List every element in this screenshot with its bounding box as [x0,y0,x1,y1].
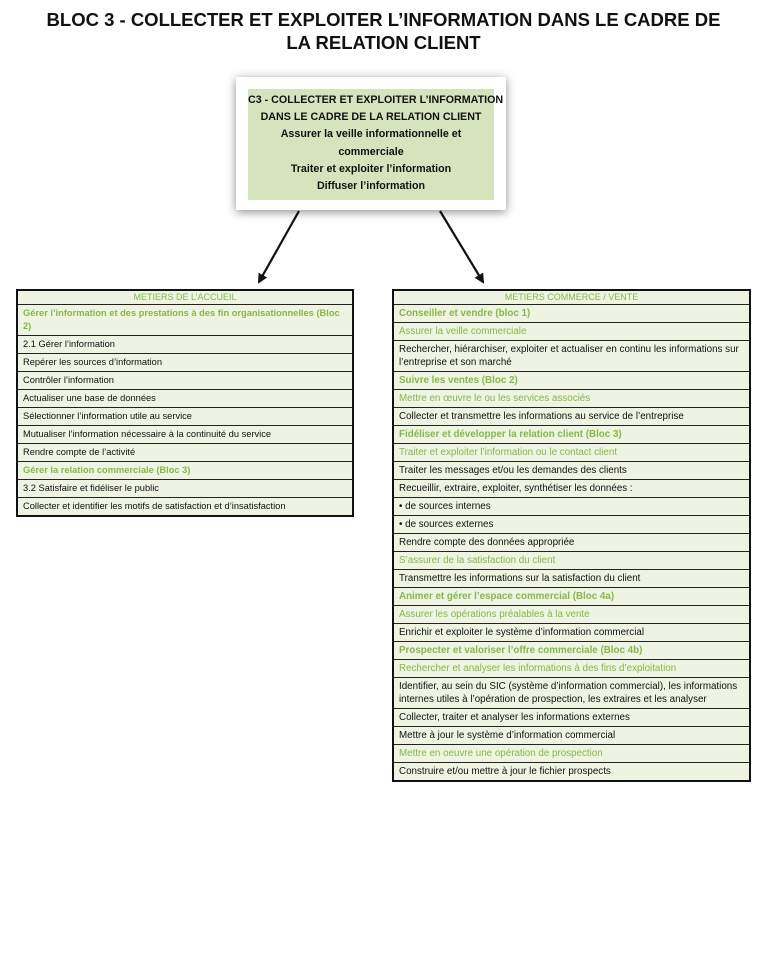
section-heading: Fidéliser et développer la relation clie… [392,425,751,444]
table-row: Identifier, au sein du SIC (système d’in… [392,677,751,709]
table-row: Traiter les messages et/ou les demandes … [392,461,751,480]
table-cell: Rechercher, hiérarchiser, exploiter et a… [392,340,751,372]
table-row: Rendre compte de l’activité [16,443,354,462]
table-row: Suivre les ventes (Bloc 2) [392,371,751,390]
table-row: Conseiller et vendre (bloc 1) [392,304,751,323]
page-title-line-1: BLOC 3 - COLLECTER ET EXPLOITER L’INFORM… [46,9,721,30]
table-cell: Traiter les messages et/ou les demandes … [392,461,751,480]
table-row: Mettre en œuvre le ou les services assoc… [392,389,751,408]
table-cell: Collecter et transmettre les information… [392,407,751,426]
table-row: Assurer les opérations préalables à la v… [392,605,751,624]
table-row: Mutualiser l’information nécessaire à la… [16,425,354,444]
section-heading: Traiter et exploiter l’information ou le… [392,443,751,462]
section-heading: Gérer l’information et des prestations à… [16,304,354,336]
table-row: Mettre à jour le système d’information c… [392,726,751,745]
competence-line: Traiter et exploiter l’information [290,162,452,175]
table-cell: Mutualiser l’information nécessaire à la… [16,425,354,444]
table-cell: Collecter, traiter et analyser les infor… [392,708,751,727]
table-row: Collecter et identifier les motifs de sa… [16,497,354,517]
table-row: Prospecter et valoriser l’offre commerci… [392,641,751,660]
competence-line: commerciale [338,145,404,158]
table-row: Assurer la veille commerciale [392,322,751,341]
section-heading: Prospecter et valoriser l’offre commerci… [392,641,751,660]
section-heading: Assurer la veille commerciale [392,322,751,341]
table-cell: 3.2 Satisfaire et fidéliser le public [16,479,354,498]
table-row: Actualiser une base de données [16,389,354,408]
table-row: Sélectionner l’information utile au serv… [16,407,354,426]
table-cell: Sélectionner l’information utile au serv… [16,407,354,426]
arrow-right [439,210,485,284]
table-cell: Repérer les sources d’information [16,353,354,372]
table-cell: Contrôler l’information [16,371,354,390]
section-heading: Gérer la relation commerciale (Bloc 3) [16,461,354,480]
table-row: Rechercher, hiérarchiser, exploiter et a… [392,340,751,372]
competence-box: C3 - COLLECTER ET EXPLOITER L’INFORMATIO… [236,77,506,210]
table-row: Traiter et exploiter l’information ou le… [392,443,751,462]
table-cell: Collecter et identifier les motifs de sa… [16,497,354,517]
page-title-line-2: LA RELATION CLIENT [286,32,481,53]
table-row: Fidéliser et développer la relation clie… [392,425,751,444]
commerce-header: METIERS COMMERCE / VENTE [392,289,751,305]
table-row: Gérer la relation commerciale (Bloc 3) [16,461,354,480]
section-heading: Mettre en oeuvre une opération de prospe… [392,744,751,763]
table-row: Animer et gérer l’espace commercial (Blo… [392,587,751,606]
table-row: Mettre en oeuvre une opération de prospe… [392,744,751,763]
table-cell: 2.1 Gérer l’information [16,335,354,354]
section-heading: Mettre en œuvre le ou les services assoc… [392,389,751,408]
table-cell: Recueillir, extraire, exploiter, synthét… [392,479,751,498]
page-title: BLOC 3 - COLLECTER ET EXPLOITER L’INFORM… [0,8,767,54]
table-row: Rechercher et analyser les informations … [392,659,751,678]
table-row: 2.1 Gérer l’information [16,335,354,354]
section-heading: Rechercher et analyser les informations … [392,659,751,678]
section-heading: Animer et gérer l’espace commercial (Blo… [392,587,751,606]
table-cell: • de sources externes [392,515,751,534]
table-cell: Actualiser une base de données [16,389,354,408]
section-heading: Conseiller et vendre (bloc 1) [392,304,751,323]
table-row: Repérer les sources d’information [16,353,354,372]
competence-line: Diffuser l’information [316,180,426,193]
table-cell: Construire et/ou mettre à jour le fichie… [392,762,751,782]
table-cell: Rendre compte de l’activité [16,443,354,462]
competence-box-content: C3 - COLLECTER ET EXPLOITER L’INFORMATIO… [248,89,504,200]
table-row: Collecter et transmettre les information… [392,407,751,426]
table-row: Recueillir, extraire, exploiter, synthét… [392,479,751,498]
table-row: Transmettre les informations sur la sati… [392,569,751,588]
section-heading: S’assurer de la satisfaction du client [392,551,751,570]
table-cell: • de sources internes [392,497,751,516]
table-row: Contrôler l’information [16,371,354,390]
competence-line: DANS LE CADRE DE LA RELATION CLIENT [260,111,482,124]
table-row: • de sources externes [392,515,751,534]
section-heading: Assurer les opérations préalables à la v… [392,605,751,624]
table-row: Enrichir et exploiter le système d’infor… [392,623,751,642]
table-row: Gérer l’information et des prestations à… [16,304,354,336]
table-row: Construire et/ou mettre à jour le fichie… [392,762,751,782]
table-row: Rendre compte des données appropriée [392,533,751,552]
table-row: Collecter, traiter et analyser les infor… [392,708,751,727]
section-heading: Suivre les ventes (Bloc 2) [392,371,751,390]
table-cell: Identifier, au sein du SIC (système d’in… [392,677,751,709]
table-row: • de sources internes [392,497,751,516]
table-cell: Enrichir et exploiter le système d’infor… [392,623,751,642]
table-cell: Mettre à jour le système d’information c… [392,726,751,745]
table-row: 3.2 Satisfaire et fidéliser le public [16,479,354,498]
table-cell: Rendre compte des données appropriée [392,533,751,552]
arrow-left [258,210,300,284]
table-cell: Transmettre les informations sur la sati… [392,569,751,588]
competence-line: C3 - COLLECTER ET EXPLOITER L’INFORMATIO… [248,94,504,106]
accueil-header: METIERS DE L’ACCUEIL [16,289,354,305]
table-row: S’assurer de la satisfaction du client [392,551,751,570]
competence-line: Assurer la veille informationnelle et [280,128,462,141]
